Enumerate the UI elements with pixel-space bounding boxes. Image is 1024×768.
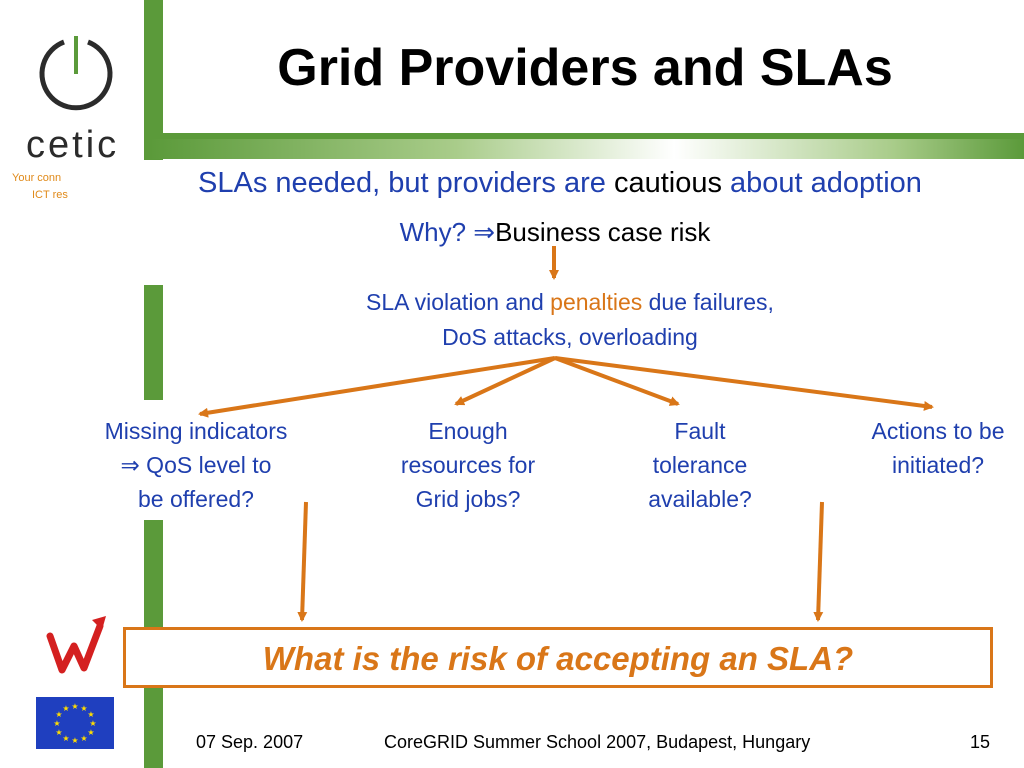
question-actions: Actions to be initiated? (848, 414, 1024, 482)
business-case-risk: Business case risk (495, 217, 711, 247)
logo-name: cetic (26, 124, 120, 166)
violation-part1: SLA violation and (366, 289, 551, 315)
left-green-bar-top (144, 0, 163, 160)
svg-text:★: ★ (89, 719, 96, 728)
question-missing-indicators: Missing indicators ⇒ QoS level to be off… (68, 414, 324, 516)
power-circle-icon (39, 36, 113, 111)
arrow-missing-to-risk (297, 501, 308, 622)
slide-title: Grid Providers and SLAs (277, 39, 893, 97)
w-arrow-logo-icon (46, 616, 106, 674)
question-fault-tolerance: Fault tolerance available? (610, 414, 790, 516)
q4-line1: Actions to be (871, 418, 1005, 444)
arrow-to-actions (554, 356, 934, 411)
q3-line1: Fault (674, 418, 726, 444)
violation-penalties: penalties (550, 289, 643, 315)
why-label: Why? (399, 217, 474, 247)
q2-line1: Enough (428, 418, 508, 444)
arrow-actions-to-risk (813, 501, 824, 622)
svg-text:★: ★ (80, 734, 87, 743)
headline-part1: SLAs needed, but providers are (198, 167, 614, 199)
left-green-bar-middle (144, 285, 163, 400)
svg-text:★: ★ (53, 719, 60, 728)
sla-violation-text: SLA violation and penalties due failures… (260, 285, 880, 355)
headline-part3: about adoption (721, 167, 922, 199)
title-underline-rule (150, 133, 1024, 159)
risk-question-text: What is the risk of accepting an SLA? (262, 640, 854, 677)
eu-flag-icon: ★ ★ ★ ★ ★ ★ ★ ★ ★ ★ ★ ★ (36, 697, 114, 749)
svg-text:★: ★ (87, 728, 94, 737)
why-line: Why? ⇒Business case risk (330, 217, 780, 248)
q1-line2: ⇒ QoS level to (120, 452, 272, 478)
arrow-to-missing-indicators (198, 356, 556, 418)
svg-text:★: ★ (55, 728, 62, 737)
footer-date: 07 Sep. 2007 (196, 732, 304, 752)
q1-line3: be offered? (138, 486, 254, 512)
logo-tagline-2: ICT res (32, 189, 68, 201)
svg-text:★: ★ (71, 702, 78, 711)
arrow-to-enough-resources (454, 356, 556, 406)
q1-line1: Missing indicators (104, 418, 288, 444)
q3-line3: available? (648, 486, 752, 512)
svg-text:★: ★ (87, 710, 94, 719)
q2-line3: Grid jobs? (415, 486, 521, 512)
headline-cautious: cautious (613, 167, 722, 199)
arrow-to-fault-tolerance (554, 356, 680, 406)
footer-event: CoreGRID Summer School 2007, Budapest, H… (384, 732, 811, 752)
footer-page-number: 15 (970, 732, 991, 752)
question-enough-resources: Enough resources for Grid jobs? (378, 414, 558, 516)
svg-text:★: ★ (62, 734, 69, 743)
logo-tagline-1: Your conn (12, 172, 62, 184)
headline: SLAs needed, but providers are cautious … (100, 167, 1020, 200)
violation-line2: DoS attacks, overloading (442, 324, 698, 350)
violation-part2: due failures, (642, 289, 774, 315)
svg-text:★: ★ (80, 704, 87, 713)
q2-line2: resources for (400, 452, 536, 478)
svg-text:★: ★ (71, 736, 78, 745)
q4-line2: initiated? (891, 452, 985, 478)
implies-arrow: ⇒ (473, 217, 496, 247)
risk-question-box: What is the risk of accepting an SLA? (123, 627, 993, 688)
q3-line2: tolerance (652, 452, 748, 478)
svg-text:★: ★ (55, 710, 62, 719)
svg-text:★: ★ (62, 704, 69, 713)
